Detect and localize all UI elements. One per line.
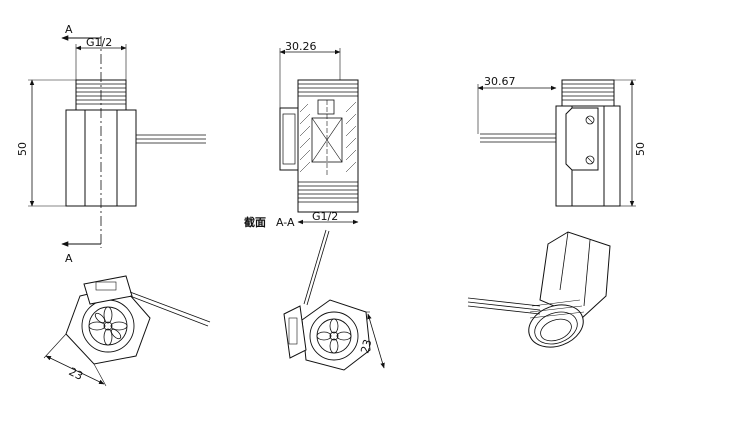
section-view <box>279 48 359 225</box>
side-width-label: 30.67 <box>484 75 516 88</box>
iso-middle-thread-ring <box>309 311 359 361</box>
iso-middle-wire <box>303 229 330 306</box>
section-magnet <box>317 99 335 115</box>
front-section-mark-bottom: A <box>65 252 73 265</box>
iso-left-wires <box>129 291 211 327</box>
section-width-label: 30.26 <box>285 40 317 53</box>
front-thread-label: G1/2 <box>86 36 112 49</box>
side-wires <box>480 133 556 143</box>
iso-middle-dim-label: 23 <box>358 338 374 355</box>
iso-right-view <box>467 231 611 348</box>
section-threads <box>298 83 358 203</box>
section-sensor-housing <box>279 107 299 171</box>
iso-right-hex-body <box>539 231 611 319</box>
front-wires <box>136 134 206 144</box>
front-section-mark-top: A <box>65 23 73 36</box>
section-view-label: A-A <box>276 216 295 229</box>
section-hatching <box>299 101 357 173</box>
iso-middle-impeller <box>316 318 352 354</box>
iso-middle-view <box>283 229 385 371</box>
iso-left-dim-label: 23 <box>67 365 85 383</box>
side-screw-bottom <box>585 155 595 165</box>
iso-right-thread <box>528 304 584 348</box>
side-view <box>477 79 636 207</box>
front-view <box>28 35 206 248</box>
iso-left-impeller <box>88 306 128 346</box>
iso-middle-sensor-housing <box>283 305 307 359</box>
side-screw-top <box>585 115 595 125</box>
side-height-label: 50 <box>634 142 647 156</box>
front-height-label: 50 <box>16 142 29 156</box>
section-thread-label: G1/2 <box>312 210 338 223</box>
side-sensor-bracket <box>565 107 599 171</box>
iso-left-view <box>43 275 211 387</box>
iso-right-wires <box>467 297 541 315</box>
section-caption: 截面 <box>244 215 266 229</box>
